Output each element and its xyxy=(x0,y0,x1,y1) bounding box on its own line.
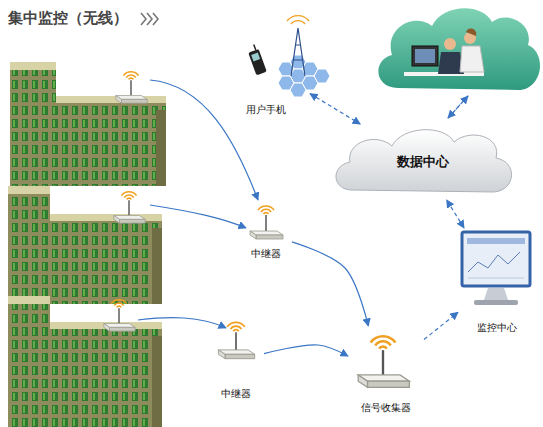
cell-hexagon xyxy=(314,69,330,83)
phone-screen xyxy=(251,53,260,62)
wireless-link xyxy=(448,96,468,118)
signal-connector xyxy=(447,200,464,228)
chevron xyxy=(141,13,146,25)
node-label: 中继器 xyxy=(208,388,264,400)
office-cloud xyxy=(378,8,540,90)
building-wall xyxy=(8,296,50,427)
tower-signal xyxy=(287,16,309,21)
building-router xyxy=(114,192,145,223)
chevron xyxy=(147,13,152,25)
device-node: 监控中心 xyxy=(458,228,536,334)
signal-connector xyxy=(310,94,360,124)
person-body xyxy=(460,46,484,72)
building xyxy=(8,186,162,304)
chevron xyxy=(153,13,158,25)
building-side xyxy=(152,228,162,304)
building xyxy=(8,296,162,427)
wireless-link xyxy=(150,80,258,200)
screen-chart xyxy=(468,252,520,272)
device-node: 中继器 xyxy=(240,198,292,260)
screen-bar xyxy=(467,238,525,244)
building-wall xyxy=(50,214,162,304)
device-node: 用户手机 xyxy=(222,18,310,116)
monitor-base xyxy=(474,300,518,305)
device-node: 中继器 xyxy=(208,316,264,400)
tower-signal xyxy=(291,21,305,24)
phone xyxy=(248,49,267,75)
signal-connector xyxy=(264,345,348,356)
building-wall xyxy=(8,186,50,304)
node-label: 信号收集器 xyxy=(348,402,424,414)
title-chevrons xyxy=(141,13,158,25)
wireless-link xyxy=(150,205,246,228)
monitor-stand xyxy=(484,288,508,300)
signal-connector xyxy=(424,312,458,339)
building-router xyxy=(116,72,147,103)
building-side xyxy=(156,110,166,186)
repeater xyxy=(218,322,254,358)
desk-monitor xyxy=(412,46,438,66)
wireless-links xyxy=(138,80,468,328)
building-wall xyxy=(10,62,56,186)
repeater xyxy=(250,206,283,239)
phone-tower xyxy=(246,16,330,97)
building-roof xyxy=(8,296,50,304)
building-roof xyxy=(10,62,56,70)
building xyxy=(10,62,166,186)
cloud-node: 数据中心 xyxy=(330,124,516,200)
monitor xyxy=(462,232,530,305)
cell-hexagon xyxy=(290,83,306,97)
node-label: 监控中心 xyxy=(458,322,536,334)
building-side xyxy=(152,336,162,427)
signal-connector xyxy=(292,242,368,326)
node-label: 数据中心 xyxy=(330,124,516,200)
monitor-frame xyxy=(462,232,530,286)
building-wall xyxy=(50,322,162,427)
node-label: 中继器 xyxy=(240,248,292,260)
screen-line xyxy=(468,278,524,279)
tower-mast xyxy=(291,28,305,76)
person-hair xyxy=(466,29,476,36)
cloud xyxy=(378,8,540,90)
phone-antenna xyxy=(254,44,256,50)
node-label: 用户手机 xyxy=(222,104,310,116)
device-node: 信号收集器 xyxy=(348,326,424,414)
building-roof xyxy=(56,96,166,103)
wireless-link xyxy=(448,96,468,118)
signal-collector xyxy=(358,336,409,387)
person-head xyxy=(444,38,456,50)
building-roof xyxy=(8,186,50,194)
diagram-title: 集中监控（无线） xyxy=(8,9,128,28)
monitor-screen xyxy=(415,49,435,63)
building-router xyxy=(104,300,135,331)
building-wall xyxy=(56,96,166,186)
wireless-link xyxy=(138,318,226,328)
